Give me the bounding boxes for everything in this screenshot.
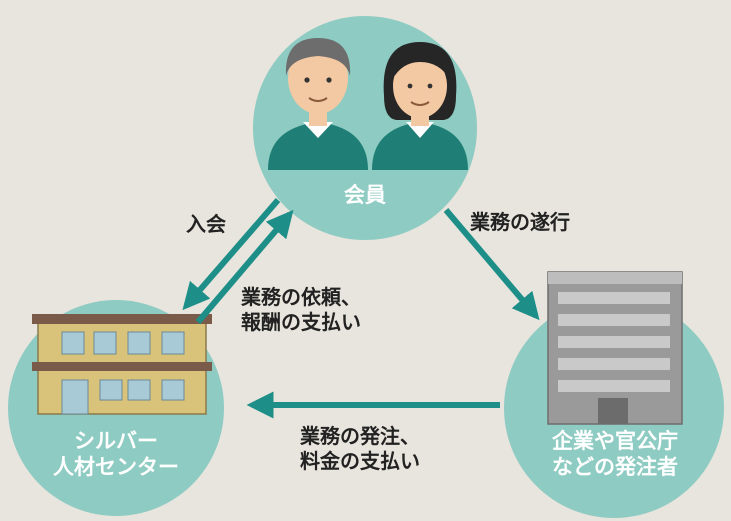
order-label-line2: 料金の支払い [300,449,420,473]
request-label-line2: 報酬の支払い [241,310,361,334]
request-label-line1: 業務の依頼、 [241,285,361,309]
silver-center-label-line1: シルバー [74,429,158,453]
female-member-avatar [372,42,468,170]
clients-label: 企業や官公庁 などの発注者 [530,428,700,481]
order-label: 業務の発注、 料金の支払い [300,424,420,474]
arrow-request [182,198,281,311]
silver-center-building-icon [32,314,212,415]
arrow-execute [443,208,540,321]
order-label-line1: 業務の発注、 [300,424,420,448]
members-label: 会員 [344,183,386,207]
clients-label-line2: などの発注者 [552,455,678,480]
clients-label-line1: 企業や官公庁 [552,429,678,453]
silver-center-label: シルバー 人材センター [36,428,196,481]
silver-center-label-line2: 人材センター [53,455,179,480]
flow-arrows [182,198,540,419]
male-member-avatar [268,38,368,170]
execute-label: 業務の遂行 [470,210,570,234]
join-label: 入会 [186,212,226,236]
arrow-join [195,209,294,324]
office-building-icon [547,271,683,425]
request-label: 業務の依頼、 報酬の支払い [241,285,361,335]
